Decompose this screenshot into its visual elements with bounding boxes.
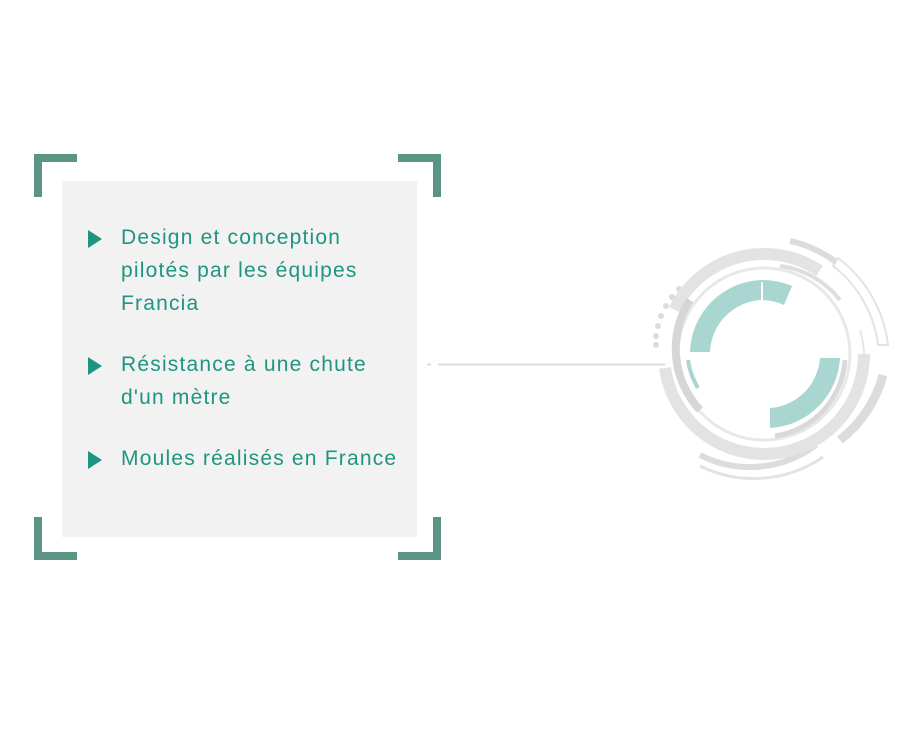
frame-corner-top-left (34, 154, 77, 197)
dot-marker (653, 286, 682, 348)
feature-item: Design et conception pilotés par les équ… (88, 221, 408, 320)
feature-card: Design et conception pilotés par les équ… (34, 154, 441, 560)
feature-item: Résistance à une chute d'un mètre (88, 348, 408, 414)
triangle-right-icon (88, 230, 102, 248)
frame-corner-bottom-right (398, 517, 441, 560)
feature-item: Moules réalisés en France (88, 442, 408, 475)
frame-corner-top-right (398, 154, 441, 197)
triangle-right-icon (88, 451, 102, 469)
feature-panel: Design et conception pilotés par les équ… (62, 181, 417, 537)
feature-text: Design et conception pilotés par les équ… (121, 226, 358, 315)
feature-text: Résistance à une chute d'un mètre (121, 353, 367, 409)
feature-text: Moules réalisés en France (121, 447, 398, 470)
frame-corner-bottom-left (34, 517, 77, 560)
feature-list: Design et conception pilotés par les équ… (88, 221, 408, 503)
triangle-right-icon (88, 357, 102, 375)
circular-gauge-icon (653, 238, 890, 480)
